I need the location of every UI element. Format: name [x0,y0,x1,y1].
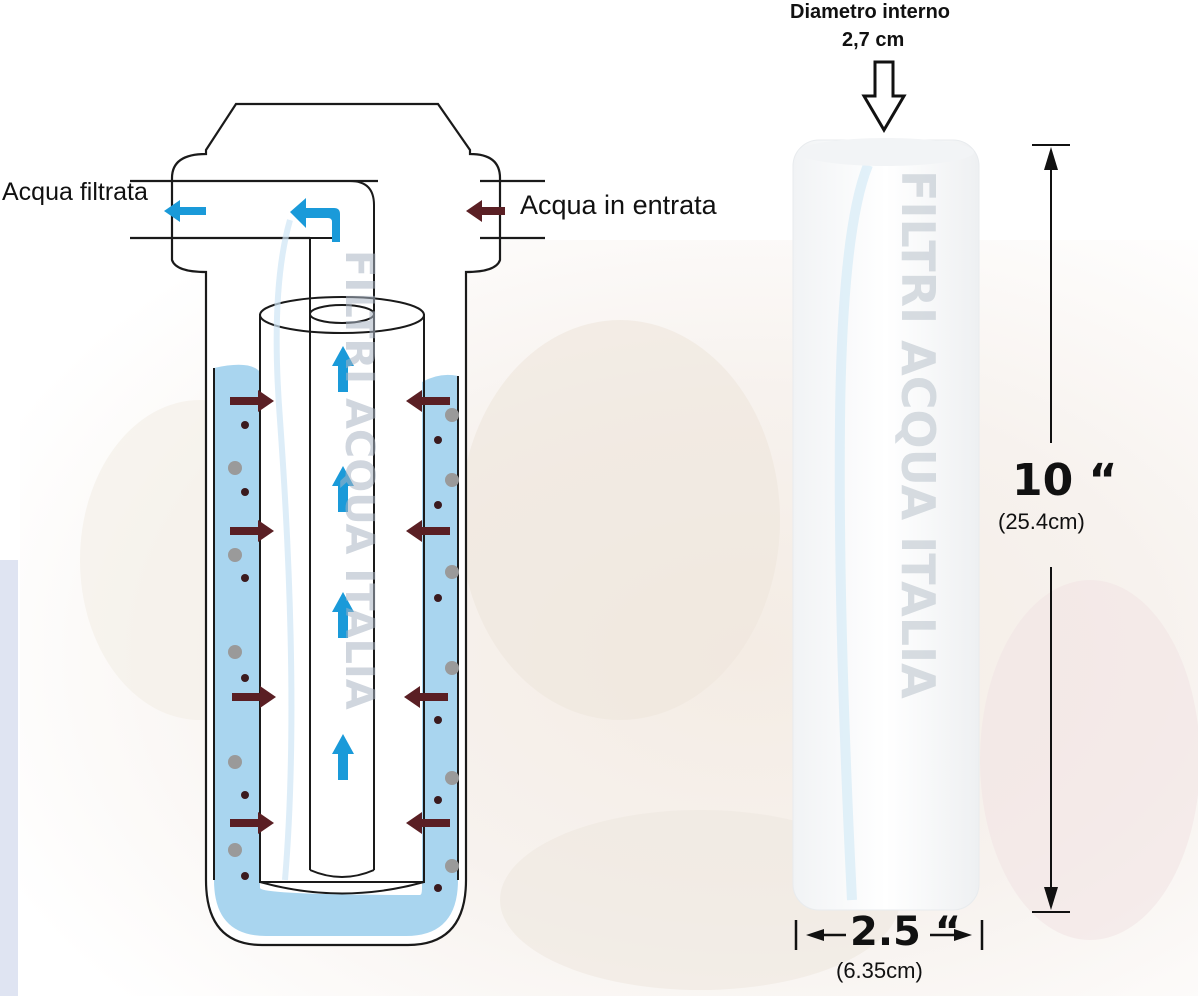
water-fill [214,364,458,936]
flow-up-arrow-icon [332,592,354,638]
inflow-arrows [230,200,505,834]
inflow-arrow-icon [466,200,505,222]
flow-up-arrow-icon [332,734,354,780]
water-out-label: Acqua filtrata [2,178,148,206]
width-dimension [794,920,984,950]
length-inches-label: 10 “ [1012,455,1118,506]
inflow-arrow-icon [406,812,450,834]
flow-up-arrow-icon [332,346,354,392]
inflow-arrow-icon [406,390,450,412]
flow-arrows [164,198,354,780]
cartridge-in-housing [259,180,425,895]
inner-diameter-value: 2,7 cm [842,29,905,51]
flow-out-arrow-icon [164,200,206,222]
inflow-arrow-icon [230,520,274,542]
length-cm-label: (25.4cm) [998,509,1085,534]
inner-diameter-arrow-icon [861,60,907,133]
water-in-label: Acqua in entrata [520,190,717,220]
inflow-arrow-icon [406,520,450,542]
flow-up-arrow-icon [332,466,354,512]
inflow-arrow-icon [230,390,274,412]
length-dimension [1032,144,1070,913]
inflow-arrow-icon [404,686,448,708]
brand-print: FILTRI ACQUA ITALIA [891,170,945,699]
sediment-particles [228,408,459,892]
width-cm-label: (6.35cm) [836,958,923,983]
inflow-arrow-icon [232,686,276,708]
inflow-arrow-icon [230,812,274,834]
inner-diameter-title: Diametro interno [790,1,951,23]
width-inches-label: 2.5 “ [850,909,962,955]
brand-watermark: FILTRI ACQUA ITALIA [336,250,382,710]
flow-up-turn-arrow-icon [290,198,340,242]
cartridge-product [792,138,980,911]
